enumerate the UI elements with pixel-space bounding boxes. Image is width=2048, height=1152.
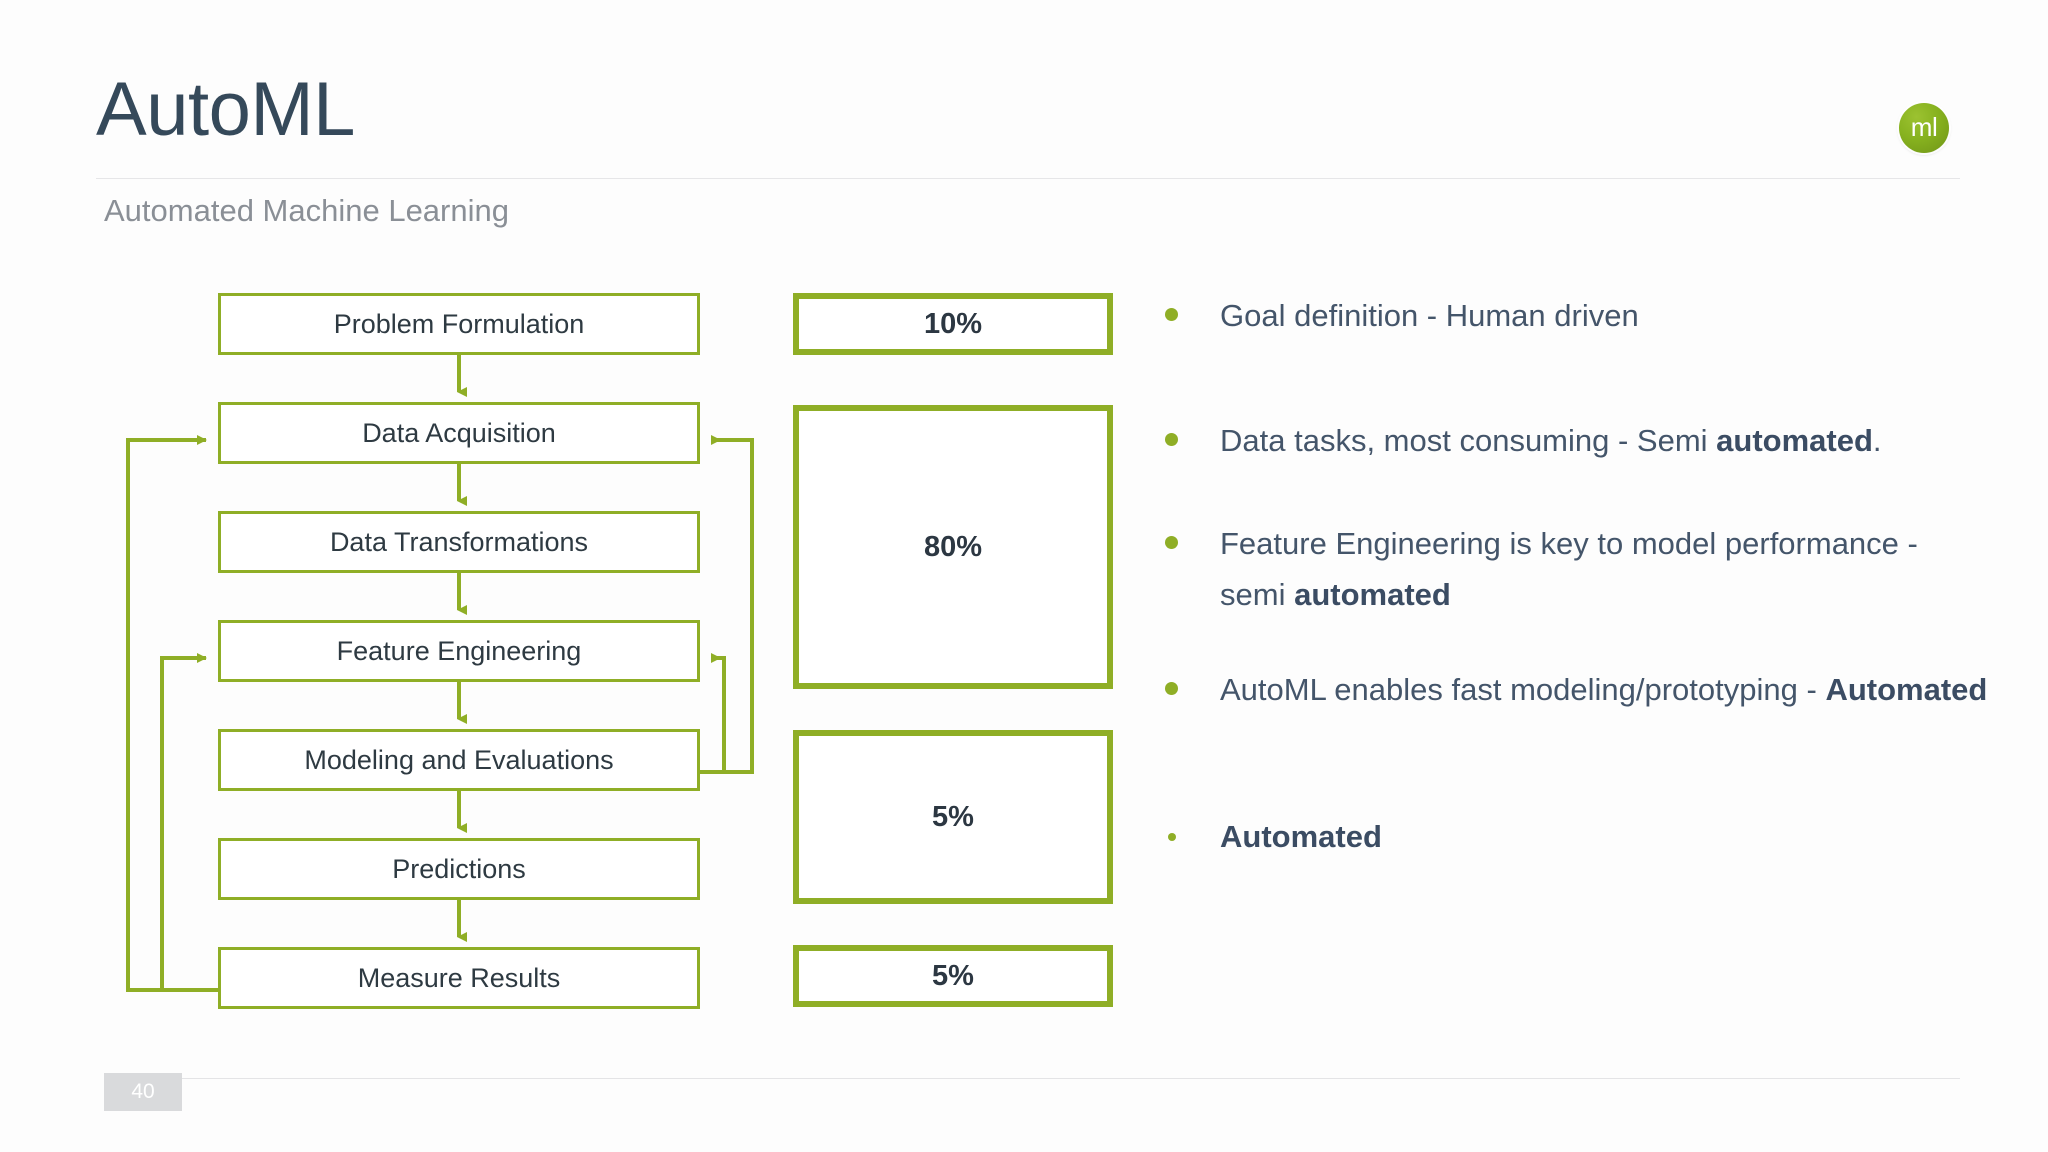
flow-step-predictions[interactable]: Predictions (218, 838, 700, 900)
bullet-emphasis: Automated (1220, 819, 1382, 854)
list-item: AutoML enables fast modeling/prototyping… (1160, 664, 1990, 715)
percentage-box-problem-formulation: 10% (793, 293, 1113, 355)
bullet-dot-icon (1165, 536, 1178, 549)
bullet-emphasis: Automated (1825, 672, 1988, 707)
bullet-text: Data tasks, most consuming - Semi automa… (1220, 415, 1990, 466)
flow-step-problem-formulation[interactable]: Problem Formulation (218, 293, 700, 355)
bullet-dot-icon (1168, 833, 1176, 841)
bullet-text: AutoML enables fast modeling/prototyping… (1220, 664, 1990, 715)
list-item: Data tasks, most consuming - Semi automa… (1160, 415, 1990, 466)
bullet-dot-icon (1165, 308, 1178, 321)
percentage-box-modeling-phase: 5% (793, 730, 1113, 904)
ml-logo-icon: ml (1899, 103, 1949, 153)
bullet-plain-lead: AutoML enables fast modeling/prototyping… (1220, 672, 1826, 707)
logo-label: ml (1910, 112, 1938, 142)
page-number-badge: 40 (104, 1073, 182, 1111)
bullet-text: Automated (1220, 811, 1990, 862)
bullet-plain-lead: Feature Engineering is key to model perf… (1220, 526, 1918, 613)
flow-connectors (126, 355, 754, 992)
flow-step-measure-results[interactable]: Measure Results (218, 947, 700, 1009)
bullet-text: Goal definition - Human driven (1220, 290, 1990, 341)
list-item: Feature Engineering is key to model perf… (1160, 518, 1990, 620)
list-item: Goal definition - Human driven (1160, 290, 1990, 341)
bullet-plain-tail: . (1872, 423, 1882, 458)
bullet-emphasis: automated (1294, 577, 1451, 613)
bullet-emphasis: automated (1716, 423, 1873, 458)
page-subtitle: Automated Machine Learning (104, 193, 509, 228)
bullet-plain-lead: Goal definition - Human driven (1220, 298, 1639, 333)
bullet-dot-icon (1165, 433, 1178, 446)
title-divider (96, 178, 1960, 179)
bullet-text: Feature Engineering is key to model perf… (1220, 518, 1990, 620)
percentage-box-measure-phase: 5% (793, 945, 1113, 1007)
flow-step-modeling-and-evaluations[interactable]: Modeling and Evaluations (218, 729, 700, 791)
percentage-box-data-phase: 80% (793, 405, 1113, 689)
bullet-dot-icon (1165, 682, 1178, 695)
page-title: AutoML (96, 67, 355, 152)
list-item: Automated (1160, 811, 1990, 862)
bullet-plain-lead: Data tasks, most consuming - Semi (1220, 423, 1717, 458)
workflow-diagram: Problem Formulation Data Acquisition Dat… (126, 293, 754, 1009)
footer-divider (104, 1078, 1960, 1079)
flow-step-data-acquisition[interactable]: Data Acquisition (218, 402, 700, 464)
flow-step-data-transformations[interactable]: Data Transformations (218, 511, 700, 573)
flow-step-feature-engineering[interactable]: Feature Engineering (218, 620, 700, 682)
